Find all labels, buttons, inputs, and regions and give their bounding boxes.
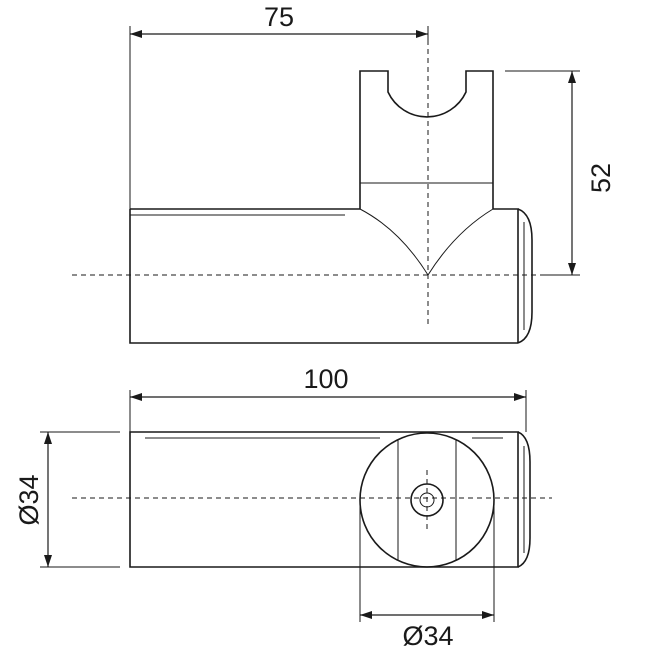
dim-100-label: 100 (303, 364, 348, 394)
side-elevation-view: 75 52 (72, 2, 616, 344)
dim-left-dia-label: Ø34 (14, 474, 44, 525)
plan-body-outline (129, 431, 519, 568)
dim-75-label: 75 (264, 2, 294, 32)
holder-transition-curve-left (359, 208, 429, 276)
plan-end-cap-outline (517, 431, 531, 568)
plan-view: 100 Ø34 Ø34 (14, 364, 552, 651)
cylinder-body-outline (129, 208, 519, 344)
dim-52-label: 52 (586, 163, 616, 193)
holder-transition-curve-right (427, 208, 494, 276)
end-cap-outline (517, 208, 533, 344)
dim-bottom-dia-label: Ø34 (402, 621, 453, 651)
holder-block-outline (359, 70, 494, 209)
